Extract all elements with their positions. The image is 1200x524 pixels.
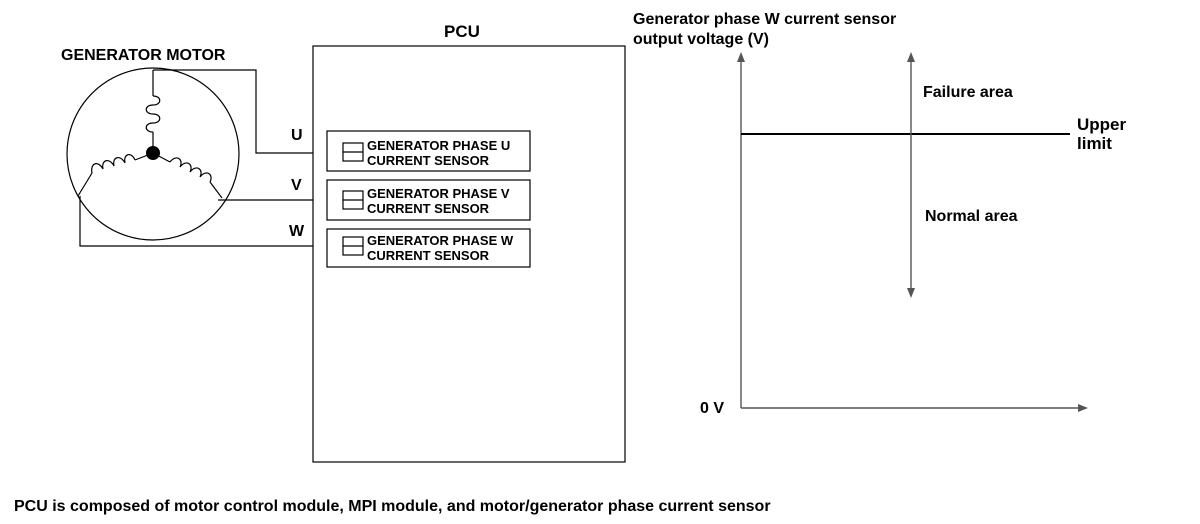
generator-motor-symbol	[66, 67, 240, 241]
graph-ylabel-line1: Generator phase W current sensor	[633, 11, 896, 28]
sensor-v-label-1: GENERATOR PHASE V	[367, 186, 510, 201]
sensor-v-label-2: CURRENT SENSOR	[367, 201, 490, 216]
failure-area-label: Failure area	[923, 84, 1013, 101]
upper-limit-label-1: Upper	[1077, 115, 1127, 134]
coil-v-icon	[169, 157, 212, 183]
sensor-w: GENERATOR PHASE W CURRENT SENSOR	[326, 228, 531, 268]
arrow-up-icon	[907, 52, 915, 62]
coil-w-icon	[91, 154, 136, 174]
upper-limit-label-2: limit	[1077, 134, 1112, 153]
sensor-u-label-1: GENERATOR PHASE U	[367, 138, 510, 153]
sensor-u-label-2: CURRENT SENSOR	[367, 153, 490, 168]
graph-ylabel-line2: output voltage (V)	[633, 31, 769, 48]
sensor-w-label-1: GENERATOR PHASE W	[367, 233, 514, 248]
zero-volt-label: 0 V	[700, 400, 724, 417]
coil-u-icon	[145, 95, 161, 133]
normal-area-label: Normal area	[925, 208, 1018, 225]
neutral-point-icon	[146, 146, 160, 160]
sensor-u: GENERATOR PHASE U CURRENT SENSOR	[326, 130, 531, 172]
motor-stator-circle	[66, 67, 240, 241]
phase-wires	[79, 69, 314, 247]
y-axis-arrow-icon	[737, 52, 745, 62]
phase-v-label: V	[291, 177, 302, 194]
generator-motor-title: GENERATOR MOTOR	[61, 47, 226, 64]
phase-w-label: W	[289, 223, 305, 240]
sensor-w-label-2: CURRENT SENSOR	[367, 248, 490, 263]
wire-u	[153, 69, 314, 154]
phase-u-label: U	[291, 127, 303, 144]
sensor-v: GENERATOR PHASE V CURRENT SENSOR	[326, 179, 531, 221]
pcu-title: PCU	[444, 22, 480, 41]
footer-caption: PCU is composed of motor control module,…	[14, 498, 771, 515]
arrow-down-icon	[907, 288, 915, 298]
x-axis-arrow-icon	[1078, 404, 1088, 412]
wire-w	[79, 196, 314, 247]
